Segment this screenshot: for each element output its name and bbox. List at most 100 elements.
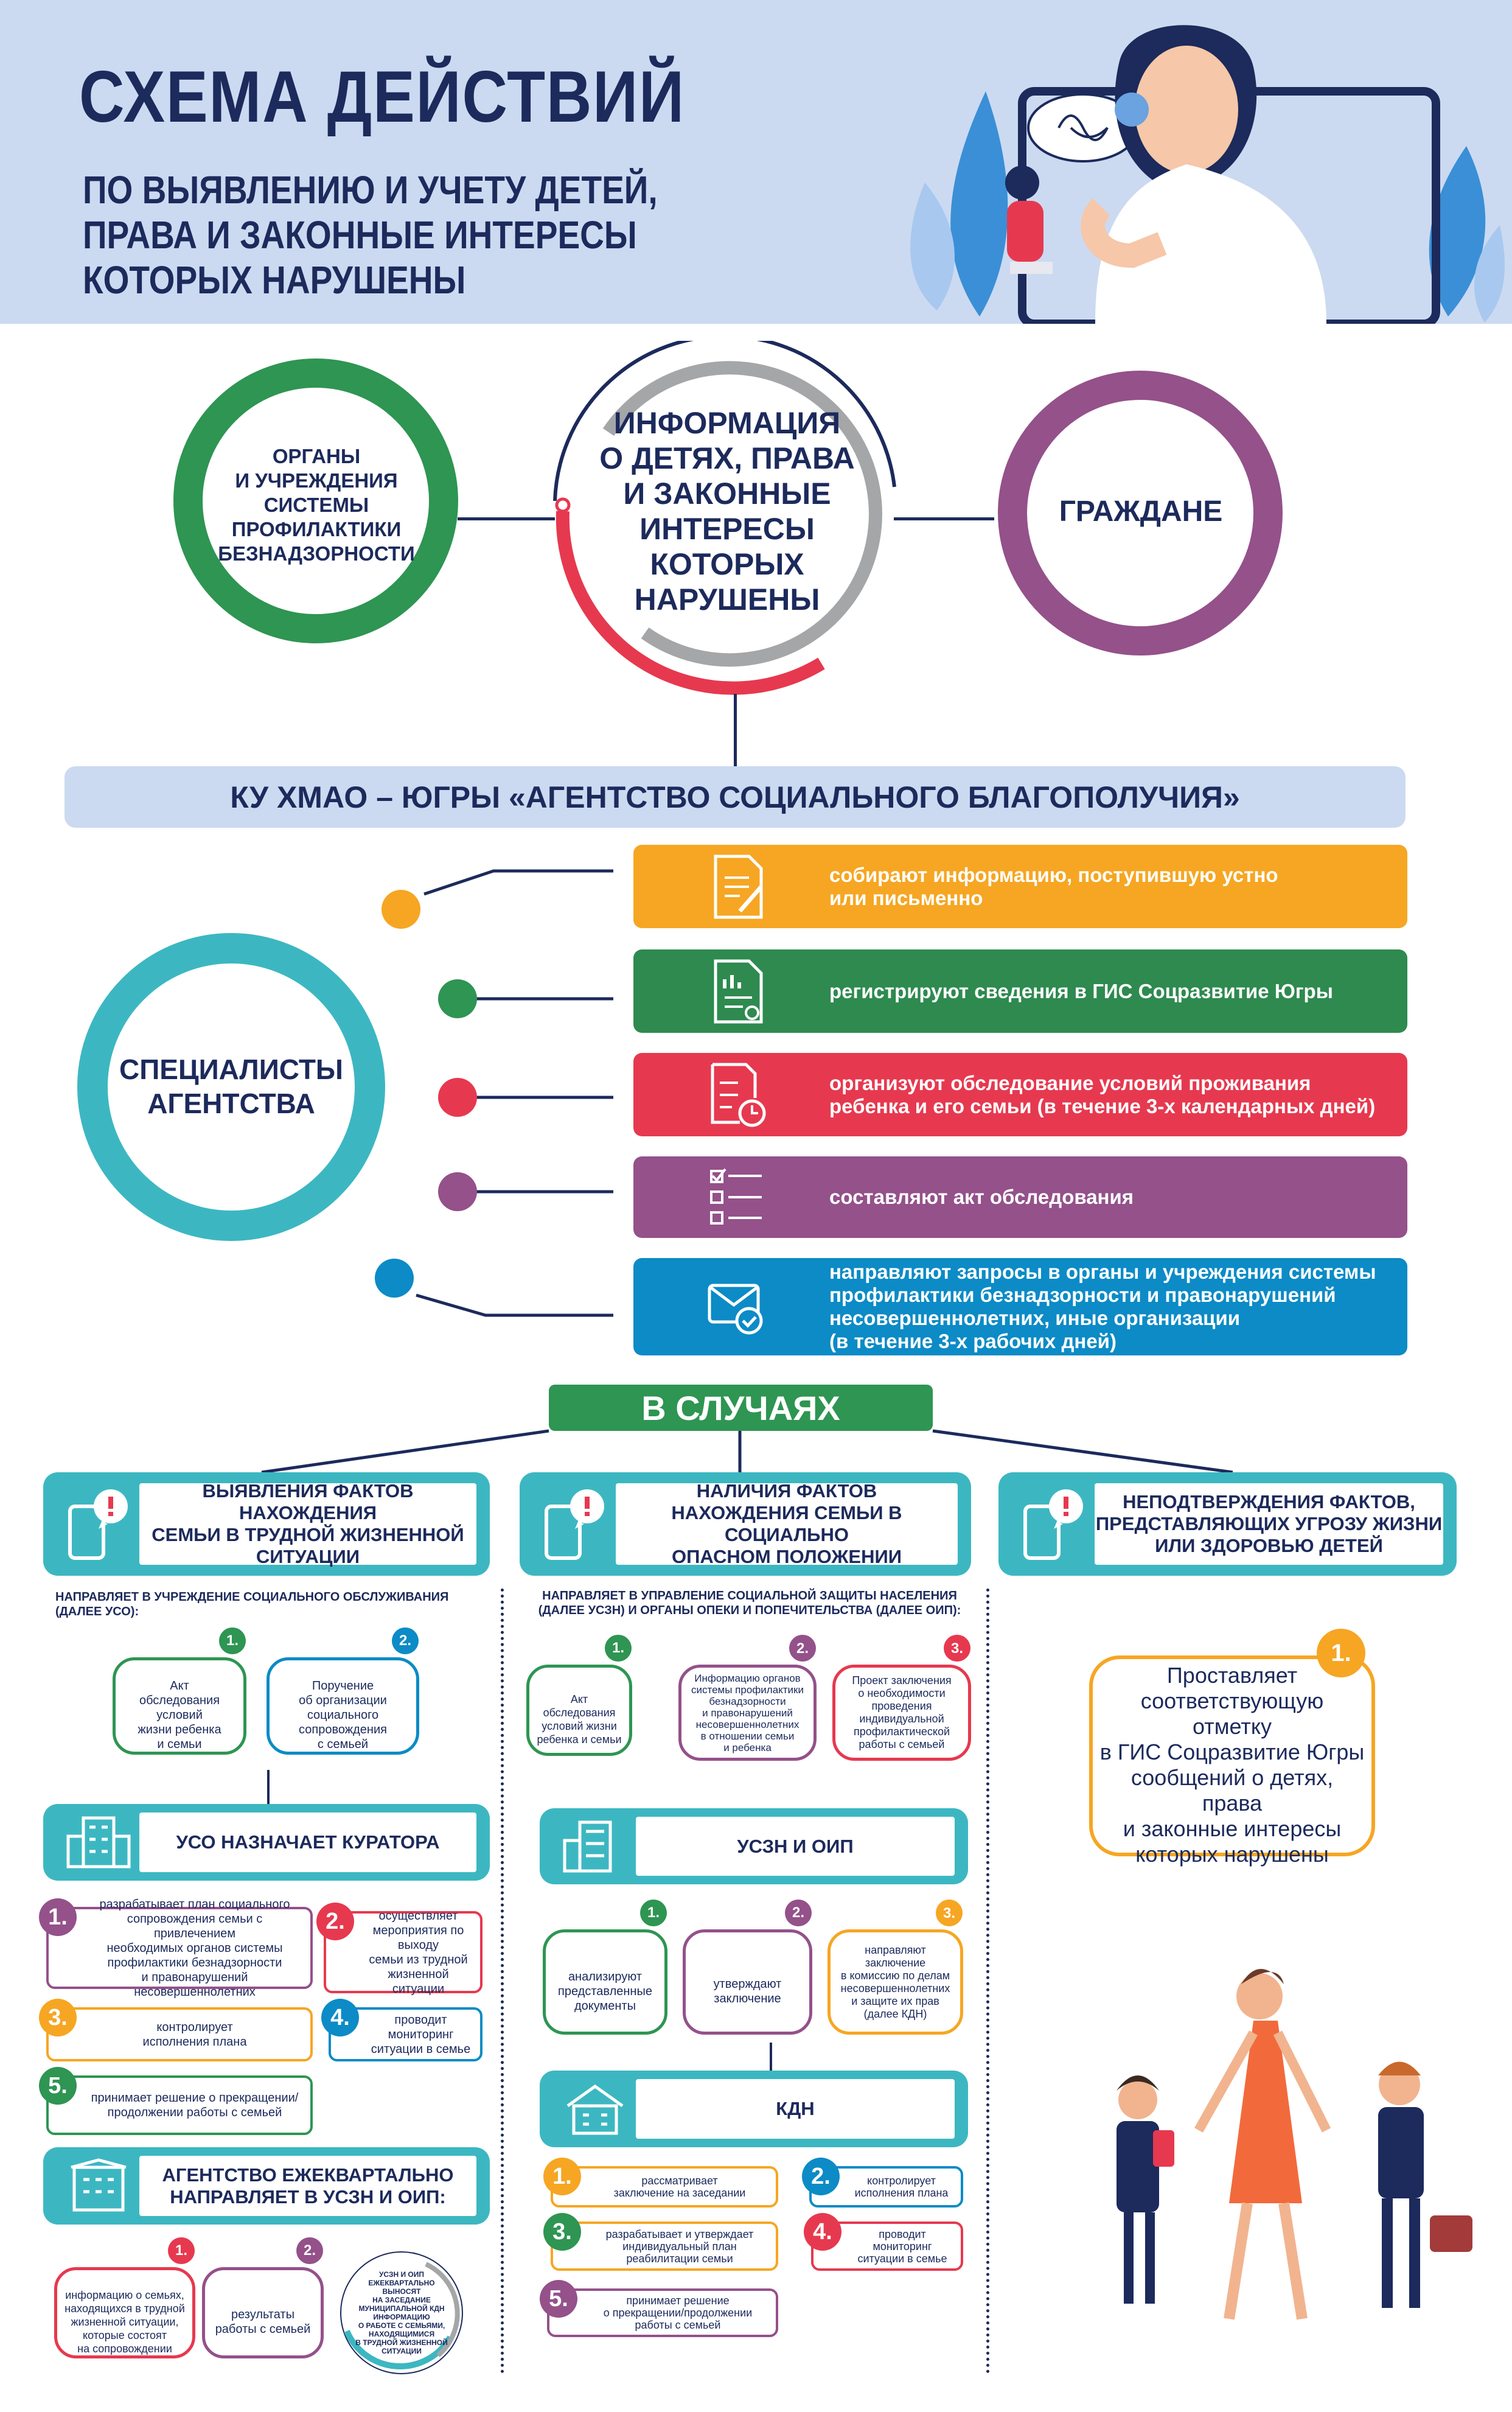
circle-note-text: УСЗН И ОИП ЕЖЕКВАРТАЛЬНО ВЫНОСЯТ НА ЗАСЕ… xyxy=(355,2270,448,2355)
step-card: 3. направляют заключение в комиссию по де… xyxy=(827,1900,963,2035)
page-title: СХЕМА ДЕЙСТВИЙ xyxy=(79,56,685,138)
small-woman-figure xyxy=(1005,166,1053,274)
step-number: 5. xyxy=(39,2067,77,2105)
doc-card: 3.Проект заключения о необходимости пров… xyxy=(832,1635,971,1761)
circle-note-ring xyxy=(340,2251,463,2374)
step-text: контролирует исполнения плана xyxy=(854,2175,949,2199)
column-divider xyxy=(986,1589,989,2374)
doc-text: Акт обследования условий жизни ребенка и… xyxy=(138,1679,221,1751)
curator-header: УСО НАЗНАЧАЕТ КУРАТОРА xyxy=(43,1804,490,1881)
step-number: 1. xyxy=(168,2237,195,2264)
girl-figure xyxy=(1117,2075,1174,2304)
uszn-header: УСЗН И ОИП xyxy=(540,1808,968,1884)
action-inspect: организуют обследование условий проживан… xyxy=(633,1053,1407,1136)
boy-figure xyxy=(1378,2061,1472,2308)
step-text: разрабатывает и утверждает индивидуальны… xyxy=(605,2228,754,2265)
step-number: 3. xyxy=(543,2213,581,2251)
action-collect: собирают информацию, поступившую устно и… xyxy=(633,845,1407,928)
action-text: составляют акт обследования xyxy=(829,1186,1134,1208)
step-text: контролирует исполнения плана xyxy=(142,2020,247,2049)
doc-text: Информацию органов системы профилактики … xyxy=(691,1672,804,1753)
document-pen-icon xyxy=(714,855,763,918)
source-circle-left xyxy=(173,358,458,643)
source-right-label: ГРАЖДАНЕ xyxy=(1059,495,1223,528)
step-number: 2. xyxy=(296,2237,323,2264)
action-text: направляют запросы в органы и учреждения… xyxy=(829,1260,1376,1352)
plant-leaves-icon xyxy=(910,91,1505,323)
case-title: НЕПОДТВЕРЖДЕНИЯ ФАКТОВ, ПРЕДСТАВЛЯЮЩИХ У… xyxy=(1095,1483,1443,1565)
column-divider xyxy=(501,1589,504,2374)
source-left-label: ОРГАНЫ И УЧРЕЖДЕНИЯ СИСТЕМЫ ПРОФИЛАКТИКИ… xyxy=(218,445,415,565)
case-dangerous-position: НАЛИЧИЯ ФАКТОВ НАХОЖДЕНИЯ СЕМЬИ В СОЦИАЛ… xyxy=(520,1472,971,1576)
step-item: 4.проводит мониторинг ситуации в семье xyxy=(804,2213,963,2271)
step-number: 1. xyxy=(219,1627,246,1654)
building-icon xyxy=(71,2158,127,2212)
source-circle-right xyxy=(998,371,1283,655)
kdn-header: КДН xyxy=(540,2071,968,2147)
step-number: 2. xyxy=(392,1627,419,1654)
step-number: 1. xyxy=(640,1900,667,1926)
step-text: рассматривает заключение на заседании xyxy=(613,2175,746,2199)
report-text: результаты работы с семьей xyxy=(215,2308,311,2336)
case-title: ВЫЯВЛЕНИЯ ФАКТОВ НАХОЖДЕНИЯ СЕМЬИ В ТРУД… xyxy=(139,1480,476,1567)
step-item: 5.принимает решение о прекращении/продол… xyxy=(540,2280,778,2337)
dot-orange xyxy=(381,890,420,929)
connector xyxy=(770,2043,772,2071)
step-number: 2. xyxy=(789,1635,816,1662)
step-number: 1. xyxy=(39,1898,77,1936)
action-register: регистрируют сведения в ГИС Соцразвитие … xyxy=(633,949,1407,1033)
action-text: регистрируют сведения в ГИС Соцразвитие … xyxy=(829,979,1333,1002)
step-item: 3. контролирует исполнения плана xyxy=(39,1999,313,2061)
cases-label: В СЛУЧАЯХ xyxy=(549,1385,933,1431)
quarterly-header: АГЕНТСТВО ЕЖЕКВАРТАЛЬНО НАПРАВЛЯЕТ В УСЗ… xyxy=(43,2147,490,2225)
building-icon xyxy=(563,1820,612,1873)
phone-alert-icon xyxy=(68,1489,128,1560)
step-text: утверждают заключение xyxy=(713,1977,782,2005)
step-number: 3. xyxy=(936,1900,963,1926)
step-item: 4. проводит мониторинг ситуации в семье xyxy=(321,1999,483,2061)
specialists-label: СПЕЦИАЛИСТЫ АГЕНТСТВА xyxy=(119,1054,343,1119)
right-note-card: 1.Проставляет соответствующую отметку в … xyxy=(1089,1629,1375,1867)
doc-card: 1. Акт обследования условий жизни ребенка… xyxy=(526,1635,632,1756)
left-directs-heading: НАПРАВЛЯЕТ В УЧРЕЖДЕНИЕ СОЦИАЛЬНОГО ОБСЛ… xyxy=(55,1590,449,1618)
action-text: собирают информацию, поступившую устно и… xyxy=(829,863,1278,909)
step-number: 5. xyxy=(540,2280,577,2318)
step-number: 2. xyxy=(802,2158,840,2195)
step-card: 1.анализируют представленные документы xyxy=(543,1900,667,2035)
step-number: 4. xyxy=(321,1999,359,2036)
step-text: проводит мониторинг ситуации в семье xyxy=(857,2228,947,2265)
report-card: 2. результаты работы с семьей xyxy=(202,2237,324,2358)
step-text: разрабатывает план социального сопровожд… xyxy=(99,1897,290,1999)
doc-text: Поручение об организации социального соп… xyxy=(299,1679,387,1751)
family-illustration xyxy=(1117,1969,1472,2320)
step-number: 1. xyxy=(605,1635,632,1662)
dot-purple xyxy=(438,1172,477,1211)
step-item: 5.принимает решение о прекращении/ продо… xyxy=(39,2067,313,2135)
agency-banner: КУ ХМАО – ЮГРЫ «АГЕНТСТВО СОЦИАЛЬНОГО БЛ… xyxy=(64,766,1406,828)
step-item: 3. разрабатывает и утверждает индивидуаль… xyxy=(543,2213,778,2271)
operator-woman-figure xyxy=(1081,25,1326,324)
step-text: осуществляет мероприятия по выходу семьи… xyxy=(369,1909,468,1996)
step-text: направляют заключение в комиссию по дела… xyxy=(840,1943,950,2020)
right-note-text: Проставляет соответствующую отметку в ГИ… xyxy=(1099,1663,1365,1867)
source-center-label: ИНФОРМАЦИЯ О ДЕТЯХ, ПРАВА И ЗАКОННЫЕ ИНТ… xyxy=(599,406,855,617)
doc-text: Проект заключения о необходимости провед… xyxy=(852,1674,952,1750)
checklist-icon xyxy=(710,1168,762,1225)
doc-card: 1. Акт обследования условий жизни ребенка… xyxy=(113,1627,246,1755)
checklist-clock-icon xyxy=(711,1063,766,1127)
house-icon xyxy=(566,2084,624,2135)
step-item: 1. разрабатывает план социального сопрово… xyxy=(39,1898,313,1999)
doc-card: 2. Информацию органов системы профилактик… xyxy=(678,1635,817,1761)
quarterly-title: АГЕНТСТВО ЕЖЕКВАРТАЛЬНО НАПРАВЛЯЕТ В УСЗ… xyxy=(139,2156,476,2216)
phone-alert-icon xyxy=(1023,1489,1083,1560)
connector xyxy=(267,1770,270,1804)
building-icon xyxy=(66,1816,131,1868)
phone-alert-icon xyxy=(545,1489,604,1560)
step-item: 1.рассматривает заключение на заседании xyxy=(543,2158,778,2208)
cases-connectors xyxy=(261,1429,1233,1474)
doc-text: Акт обследования условий жизни ребенка и… xyxy=(537,1693,622,1746)
step-text: проводит мониторинг ситуации в семье xyxy=(371,2013,471,2056)
step-number: 3. xyxy=(39,1999,77,2036)
dot-red xyxy=(438,1078,477,1117)
mid-directs-heading: НАПРАВЛЯЕТ В УПРАВЛЕНИЕ СОЦИАЛЬНОЙ ЗАЩИТ… xyxy=(538,1589,961,1617)
